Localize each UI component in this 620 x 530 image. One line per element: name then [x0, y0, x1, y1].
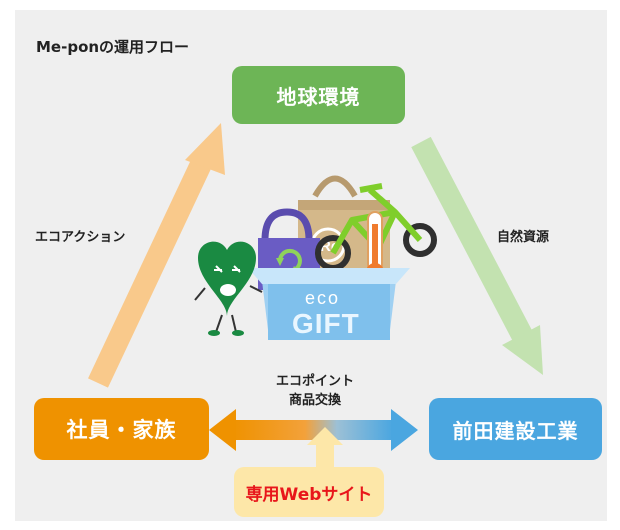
- website-up-arrow: [307, 427, 343, 469]
- point-exchange-line2: 商品交換: [288, 393, 341, 408]
- box-text-eco: eco: [305, 288, 340, 308]
- natural-resources-label: 自然資源: [497, 230, 550, 245]
- gift-box-icon: eco GIFT: [248, 268, 410, 340]
- box-text-gift: GIFT: [292, 308, 360, 339]
- dedicated-website-node: 専用Webサイト: [234, 467, 384, 517]
- maeda-corporation-node: 前田建設工業: [429, 398, 602, 460]
- diagram-title: Me-ponの運用フロー: [36, 38, 190, 56]
- natural-resources-arrow: [411, 136, 543, 375]
- heart-character-icon: [194, 241, 263, 336]
- eco-action-label: エコアクション: [35, 230, 126, 245]
- eco-gift-illustration: Re eco GIFT: [194, 175, 437, 340]
- earth-environment-node: 地球環境: [232, 66, 405, 124]
- eco-action-arrow: [88, 123, 225, 388]
- exchange-double-arrow: [209, 409, 418, 451]
- point-exchange-line1: エコポイント: [275, 374, 354, 389]
- point-exchange-label: エコポイント 商品交換: [260, 372, 370, 410]
- staff-family-node: 社員・家族: [34, 398, 209, 460]
